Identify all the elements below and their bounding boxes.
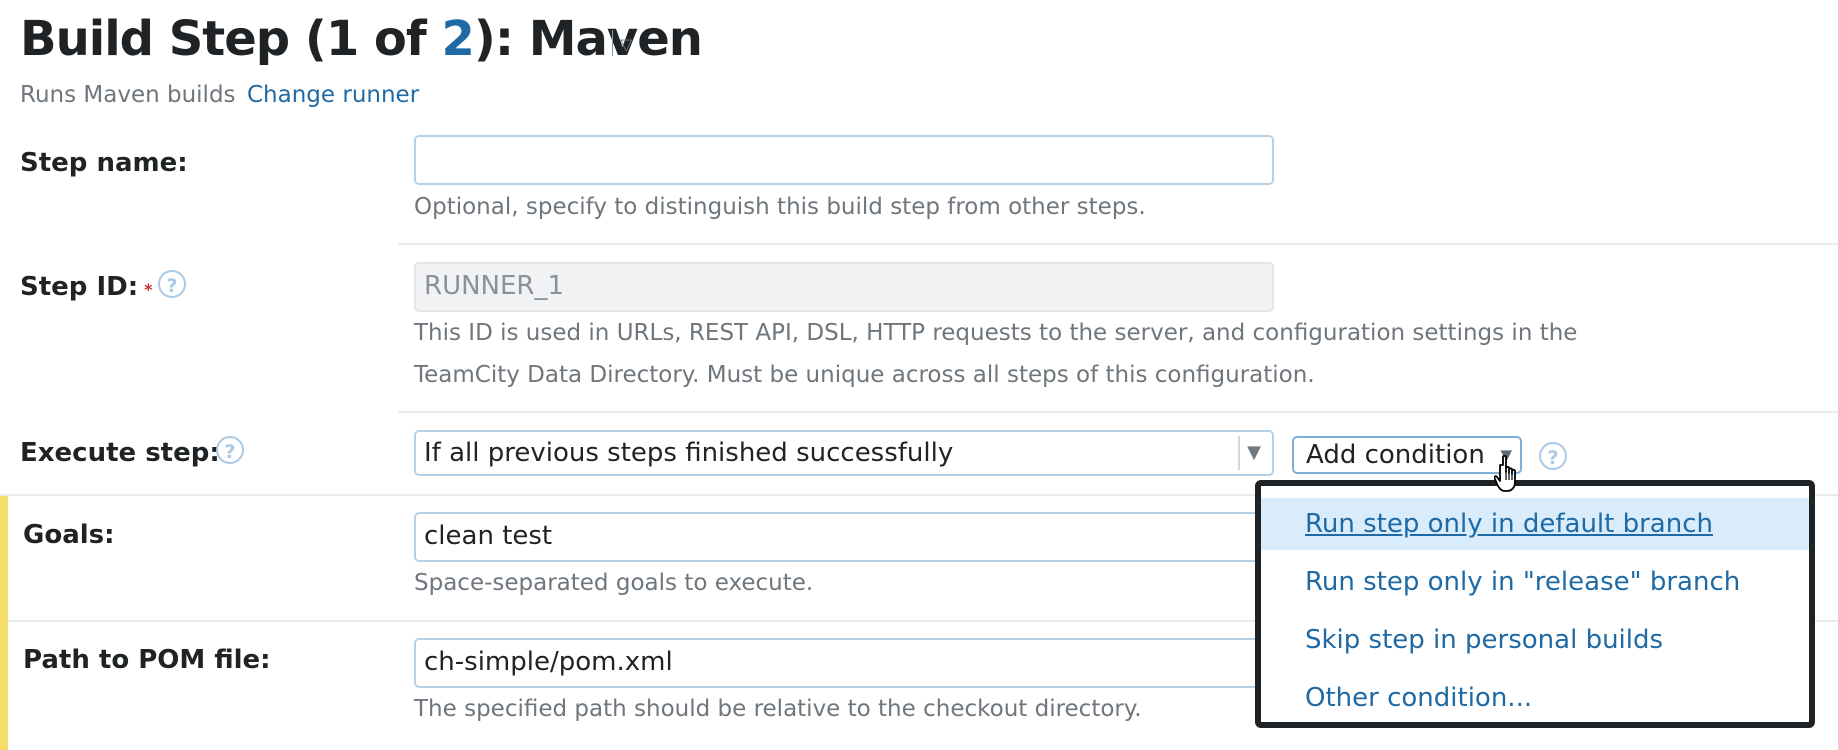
help-icon[interactable]: ? bbox=[158, 270, 186, 298]
title-prefix: Build Step (1 of bbox=[20, 11, 442, 67]
step-id-hint-line1: This ID is used in URLs, REST API, DSL, … bbox=[414, 320, 1578, 346]
add-condition-menu: Run step only in default branch Run step… bbox=[1255, 480, 1815, 728]
select-divider bbox=[1238, 436, 1240, 470]
title-suffix: ): Maven bbox=[473, 11, 703, 67]
execute-step-label: Execute step: bbox=[20, 438, 220, 468]
separator bbox=[8, 620, 1838, 622]
pom-path-label: Path to POM file: bbox=[23, 645, 271, 675]
help-icon[interactable]: ? bbox=[216, 436, 244, 464]
step-id-hint-line2: TeamCity Data Directory. Must be unique … bbox=[414, 362, 1315, 388]
pom-path-input[interactable]: ch-simple/pom.xml bbox=[414, 638, 1274, 688]
execute-step-select[interactable]: If all previous steps finished successfu… bbox=[414, 430, 1274, 476]
separator bbox=[398, 243, 1838, 245]
menu-item-other-condition[interactable]: Other condition... bbox=[1305, 683, 1533, 713]
modified-section-indicator bbox=[0, 496, 8, 750]
triangle-down-icon: ▼ bbox=[1500, 446, 1512, 464]
step-id-input: RUNNER_1 bbox=[414, 262, 1274, 312]
step-name-input[interactable] bbox=[414, 135, 1274, 185]
goals-hint: Space-separated goals to execute. bbox=[414, 570, 814, 596]
step-id-label: Step ID: bbox=[20, 272, 139, 302]
add-condition-button[interactable]: Add condition ▼ bbox=[1292, 436, 1522, 474]
title-divider bbox=[612, 30, 613, 56]
step-name-label: Step name: bbox=[20, 148, 188, 178]
menu-item-skip-personal[interactable]: Skip step in personal builds bbox=[1305, 625, 1664, 655]
separator bbox=[398, 411, 1838, 413]
separator bbox=[0, 494, 1838, 496]
hand-pointer-icon bbox=[1494, 454, 1516, 492]
help-icon[interactable]: ? bbox=[1539, 442, 1567, 470]
triangle-down-icon[interactable]: ▼ bbox=[1247, 442, 1261, 463]
add-condition-label: Add condition bbox=[1306, 440, 1485, 470]
required-marker: * bbox=[144, 280, 153, 299]
step-id-label-group: Step ID: * bbox=[20, 272, 152, 302]
menu-item-default-branch[interactable]: Run step only in default branch bbox=[1261, 498, 1809, 550]
step-count-link[interactable]: 2 bbox=[441, 11, 475, 67]
goals-label: Goals: bbox=[23, 520, 115, 550]
goals-input[interactable]: clean test bbox=[414, 512, 1274, 562]
page-title: Build Step (1 of 2): Maven bbox=[20, 6, 703, 72]
execute-step-selected: If all previous steps finished successfu… bbox=[424, 438, 954, 468]
change-runner-link[interactable]: Change runner bbox=[247, 82, 420, 108]
pom-path-hint: The specified path should be relative to… bbox=[414, 696, 1142, 722]
step-menu-icon[interactable]: ▽ bbox=[620, 35, 633, 54]
runner-description: Runs Maven builds bbox=[20, 82, 236, 108]
step-name-hint: Optional, specify to distinguish this bu… bbox=[414, 194, 1146, 220]
menu-item-release-branch[interactable]: Run step only in "release" branch bbox=[1305, 567, 1741, 597]
